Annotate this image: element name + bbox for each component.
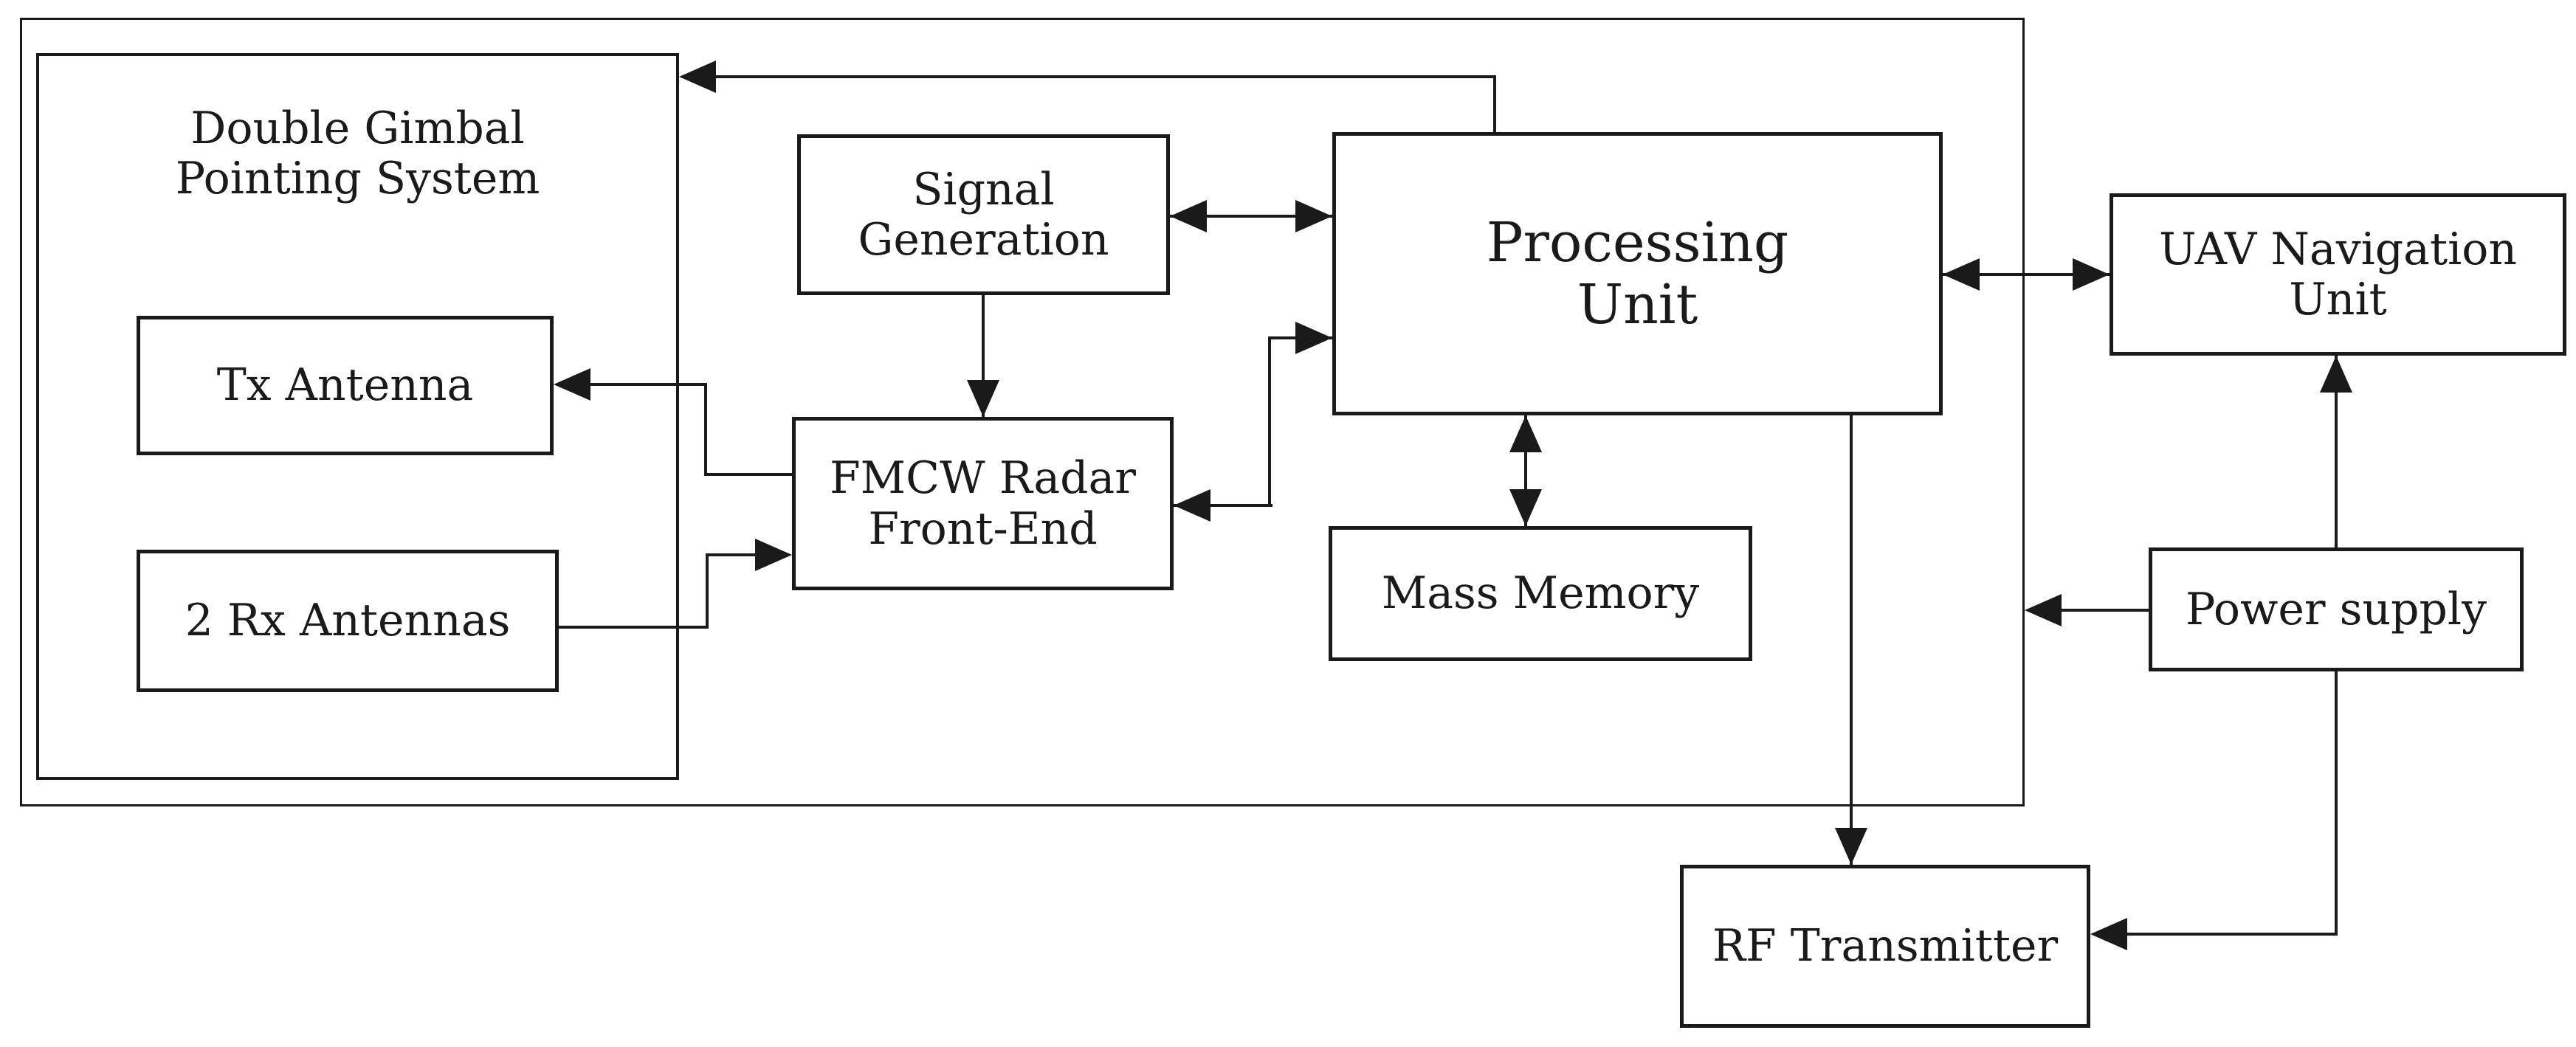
edge-power-enclosure [2032,609,2149,612]
block-mass-memory: Mass Memory [1329,526,1752,661]
edge-pu-to-gimbal-vertical [1493,75,1496,134]
edge-pu-rf [1850,415,1853,865]
edge-fmcw-pu-v [1268,336,1271,507]
edge-rx-fmcw-h2 [706,553,787,556]
edge-power-rf-v [2335,671,2338,936]
edge-rx-fmcw-v [706,553,709,629]
double-gimbal-label: Double Gimbal Pointing System [175,103,540,205]
arrowhead-into-uav-navigation-left [2073,258,2110,291]
block-processing-unit: Processing Unit [1332,132,1943,415]
power-supply-label: Power supply [2185,583,2487,635]
edge-pu-memory [1524,415,1527,526]
arrowhead-into-processing-unit-bottom [1509,415,1542,452]
arrowhead-into-processing-unit-right [1943,258,1980,291]
mass-memory-label: Mass Memory [1381,567,1700,620]
edge-sig-to-fmcw [982,295,985,417]
edge-pu-to-gimbal-horizontal [686,75,1496,78]
arrowhead-into-gimbal [679,61,716,93]
block-rf-transmitter: RF Transmitter [1680,865,2090,1028]
system-enclosure-frame [20,18,2025,806]
block-uav-navigation: UAV Navigation Unit [2110,193,2566,356]
arrowhead-into-fmcw-top [967,380,999,417]
arrowhead-into-processing-unit-from-fmcw [1295,322,1332,354]
arrowhead-into-uav-bottom [2320,356,2352,393]
rf-transmitter-label: RF Transmitter [1712,920,2059,972]
arrowhead-into-fmcw-left [755,539,792,571]
arrowhead-into-signal-generation [1170,200,1207,232]
edge-sig-pu [1170,215,1332,218]
rx-antennas-label: 2 Rx Antennas [185,595,511,647]
fmcw-front-end-label: FMCW Radar Front-End [830,452,1136,555]
arrowhead-into-rf-top [1835,828,1867,865]
arrowhead-into-tx-antenna [554,368,590,401]
edge-fmcw-tx-h1 [704,473,792,476]
block-tx-antenna: Tx Antenna [137,316,554,455]
double-gimbal-frame [36,53,679,780]
edge-rx-fmcw-h1 [559,626,709,629]
edge-fmcw-tx-v [704,383,707,476]
uav-navigation-label: UAV Navigation Unit [2158,223,2518,325]
arrowhead-into-enclosure [2025,594,2062,626]
block-power-supply: Power supply [2149,547,2524,671]
arrowhead-into-mass-memory [1509,489,1542,526]
signal-generation-label: Signal Generation [858,163,1109,266]
edge-fmcw-tx-h2 [561,383,707,386]
block-rx-antennas: 2 Rx Antennas [137,550,559,692]
edge-power-uav [2335,356,2338,547]
block-fmcw-front-end: FMCW Radar Front-End [792,417,1174,590]
edge-pu-uav [1943,273,2110,276]
arrowhead-into-fmcw-right [1174,489,1210,522]
block-signal-generation: Signal Generation [797,134,1170,295]
arrowhead-into-processing-unit-from-signal [1295,200,1332,232]
processing-unit-label: Processing Unit [1486,210,1789,336]
arrowhead-into-rf-right [2090,918,2127,950]
edge-power-rf-h [2098,933,2338,936]
edge-fmcw-pu-h1 [1174,504,1272,507]
tx-antenna-label: Tx Antenna [216,359,474,412]
